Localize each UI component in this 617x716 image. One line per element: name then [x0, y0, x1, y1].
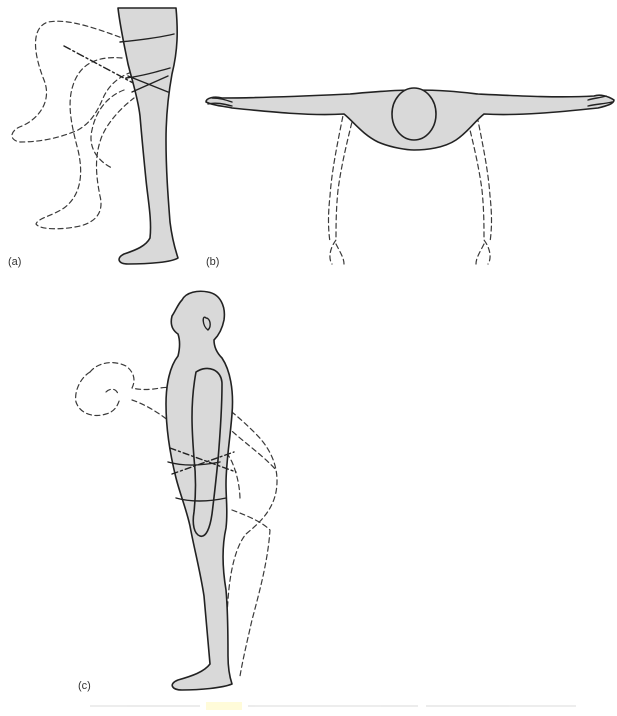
faint-caption-highlight: [206, 702, 242, 710]
faint-caption-segment: [426, 705, 576, 707]
panel-b-label: (b): [206, 256, 219, 268]
panel-a-flexed-leg-ghost-1: [12, 21, 132, 142]
panel-a-flexed-leg-ghost-2: [36, 58, 134, 229]
faint-caption-segment: [90, 705, 200, 707]
panel-c-illustration: [76, 291, 277, 690]
panel-a-illustration: [12, 8, 178, 264]
panel-a-label: (a): [8, 256, 21, 268]
panel-c-bent-head-ghost: [76, 372, 120, 416]
panel-c-label: (c): [78, 680, 91, 692]
faint-caption-strip: [90, 702, 580, 710]
panel-b-head: [392, 88, 436, 140]
panel-b-illustration: [206, 88, 614, 264]
panel-a-standing-leg: [118, 8, 178, 264]
faint-caption-segment: [248, 705, 418, 707]
panel-a-flexed-leg-ghost-3: [91, 90, 124, 168]
